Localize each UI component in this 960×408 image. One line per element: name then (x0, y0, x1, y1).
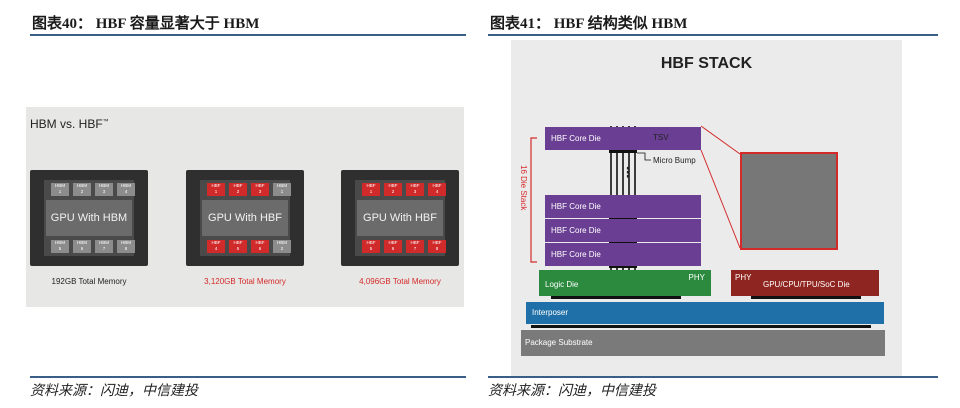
memory-caption: 4,096GB Total Memory (359, 277, 441, 286)
source-rule-right (488, 376, 938, 378)
memory-caption: 3,120GB Total Memory (204, 277, 286, 286)
hbf-core-die: HBF Core Die (545, 195, 701, 218)
panel-title: HBM vs. HBF™ (30, 117, 109, 131)
package-substrate: Package Substrate (521, 330, 885, 356)
figure-40-source: 资料来源：闪迪，中信建投 (30, 384, 198, 399)
interposer: Interposer (526, 302, 884, 324)
hbf-core-die: HBF Core Die (545, 127, 701, 150)
micro-bump-label: Micro Bump (653, 156, 696, 165)
gpu-die: GPU With HBF (202, 200, 288, 236)
soc-die: PHY GPU/CPU/TPU/SoC Die (731, 270, 879, 296)
tsv-label: TSV (653, 133, 669, 142)
zoom-detail-box (740, 152, 838, 250)
figure-41-source: 资料来源：闪迪，中信建投 (488, 384, 656, 399)
figure-40-title: 图表40： HBF 容量显著大于 HBM (32, 16, 260, 32)
stack-title: HBF STACK (660, 55, 753, 72)
title-rule-right (488, 34, 938, 36)
memory-caption: 192GB Total Memory (51, 277, 127, 286)
hbf-core-die: HBF Core Die (545, 219, 701, 242)
hbf-core-die: HBF Core Die (545, 243, 701, 266)
hbf-stack-panel: HBF STACK (511, 40, 902, 377)
die-stack-label: 16 Die Stack (519, 165, 528, 211)
gpu-die: GPU With HBF (357, 200, 443, 236)
gpu-die: GPU With HBM (46, 200, 132, 236)
figure-41-title: 图表41： HBF 结构类似 HBM (490, 16, 688, 32)
ellipsis-dots: ⋮ (621, 164, 635, 180)
source-rule-left (30, 376, 466, 378)
title-rule-left (30, 34, 466, 36)
logic-die: Logic Die PHY (539, 270, 711, 296)
